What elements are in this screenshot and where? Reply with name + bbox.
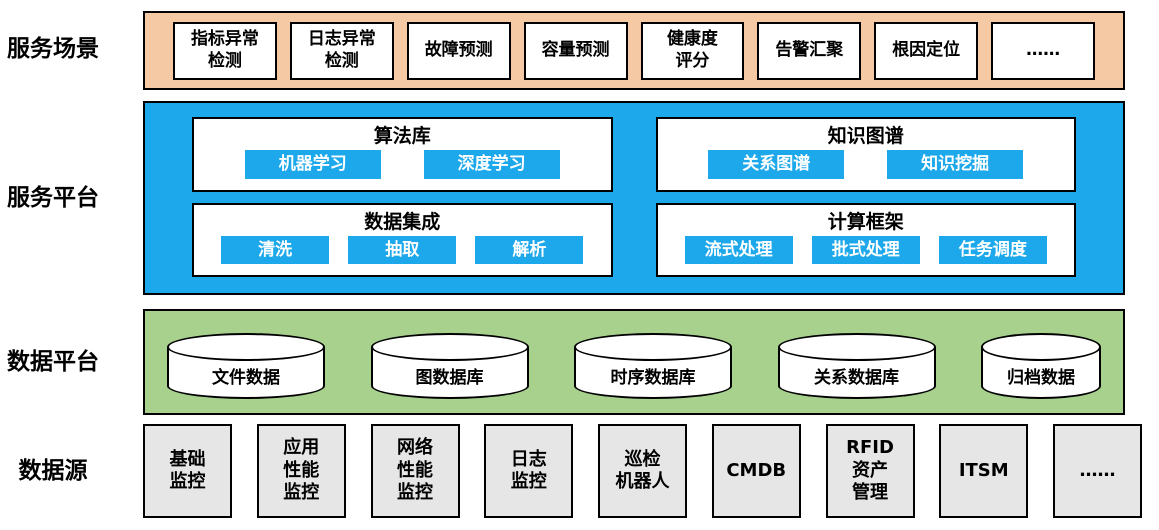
db-graph-database: 图数据库 xyxy=(370,333,529,399)
source-application-performance-monitoring: 应用 性能 监控 xyxy=(256,424,346,518)
btn-deep-learning: 深度学习 xyxy=(423,150,560,179)
panel-computing-framework: 计算框架 流式处理 批式处理 任务调度 xyxy=(655,202,1076,277)
db-label: 图数据库 xyxy=(415,368,484,388)
btn-relation-graph: 关系图谱 xyxy=(708,150,845,179)
source-itsm: ITSM xyxy=(939,424,1029,518)
scenario-capacity-prediction: 容量预测 xyxy=(523,21,628,80)
source-log-monitoring: 日志 监控 xyxy=(484,424,574,518)
btn-batch-processing: 批式处理 xyxy=(811,235,920,265)
cylinder-top-icon xyxy=(574,333,732,361)
data-platform-band: 文件数据 图数据库 时序数据库 关系数据库 归档数据 xyxy=(143,309,1125,415)
panel-buttons: 关系图谱 知识挖掘 xyxy=(666,149,1067,181)
scenario-metric-anomaly-detection: 指标异常 检测 xyxy=(173,21,277,80)
source-rfid-asset-management: RFID 资产 管理 xyxy=(825,424,915,518)
row-label-service-platform: 服务平台 xyxy=(7,185,99,211)
btn-extraction: 抽取 xyxy=(348,235,457,265)
source-network-performance-monitoring: 网络 性能 监控 xyxy=(370,424,460,518)
panel-buttons: 清洗 抽取 解析 xyxy=(202,234,603,266)
row-label-service-scenarios: 服务场景 xyxy=(7,36,99,62)
panel-data-integration: 数据集成 清洗 抽取 解析 xyxy=(192,202,613,277)
db-label: 时序数据库 xyxy=(610,368,696,388)
scenario-alarm-aggregation: 告警汇聚 xyxy=(757,21,862,80)
source-inspection-robot: 巡检 机器人 xyxy=(598,424,687,518)
panel-buttons: 机器学习 深度学习 xyxy=(202,149,603,181)
db-label: 文件数据 xyxy=(212,368,280,388)
btn-machine-learning: 机器学习 xyxy=(244,150,381,179)
source-ellipsis: …… xyxy=(1053,424,1142,518)
panel-title-knowledge-graph: 知识图谱 xyxy=(827,125,904,147)
service-scenarios-band: 指标异常 检测 日志异常 检测 故障预测 容量预测 健康度 评分 告警汇聚 根因… xyxy=(143,11,1125,90)
source-basic-monitoring: 基础 监控 xyxy=(143,424,232,518)
source-cmdb: CMDB xyxy=(711,424,801,518)
panel-buttons: 流式处理 批式处理 任务调度 xyxy=(666,234,1067,266)
scenario-health-score: 健康度 评分 xyxy=(640,21,745,80)
service-platform-band: 算法库 机器学习 深度学习 知识图谱 关系图谱 知识挖掘 数据集成 清洗 抽取 … xyxy=(143,101,1125,295)
panel-title-computing-framework: 计算框架 xyxy=(827,210,904,233)
btn-parsing: 解析 xyxy=(475,235,584,265)
row-label-data-platform: 数据平台 xyxy=(7,349,99,375)
data-sources-strip: 基础 监控 应用 性能 监控 网络 性能 监控 日志 监控 巡检 机器人 CMD… xyxy=(143,424,1142,518)
db-label: 归档数据 xyxy=(1007,368,1075,388)
scenario-root-cause-location: 根因定位 xyxy=(874,21,979,80)
btn-cleaning: 清洗 xyxy=(221,235,330,265)
db-relational-database: 关系数据库 xyxy=(777,333,936,399)
btn-stream-processing: 流式处理 xyxy=(684,235,793,265)
scenario-ellipsis: …… xyxy=(991,21,1095,80)
btn-knowledge-mining: 知识挖掘 xyxy=(887,150,1024,179)
cylinder-top-icon xyxy=(777,333,936,361)
cylinder-top-icon xyxy=(981,333,1101,361)
db-label: 关系数据库 xyxy=(814,368,899,388)
db-timeseries-database: 时序数据库 xyxy=(574,333,732,399)
scenario-log-anomaly-detection: 日志异常 检测 xyxy=(289,21,394,80)
cylinder-top-icon xyxy=(370,333,529,361)
panel-title-algorithm-library: 算法库 xyxy=(373,125,431,147)
scenario-fault-prediction: 故障预测 xyxy=(406,21,511,80)
panel-knowledge-graph: 知识图谱 关系图谱 知识挖掘 xyxy=(655,117,1076,192)
row-label-data-sources: 数据源 xyxy=(18,458,88,484)
db-file-data: 文件数据 xyxy=(167,333,325,399)
panel-title-data-integration: 数据集成 xyxy=(364,210,441,233)
cylinder-top-icon xyxy=(167,333,325,361)
db-archive-data: 归档数据 xyxy=(981,333,1101,399)
btn-task-scheduling: 任务调度 xyxy=(938,235,1047,265)
panel-algorithm-library: 算法库 机器学习 深度学习 xyxy=(192,117,613,192)
